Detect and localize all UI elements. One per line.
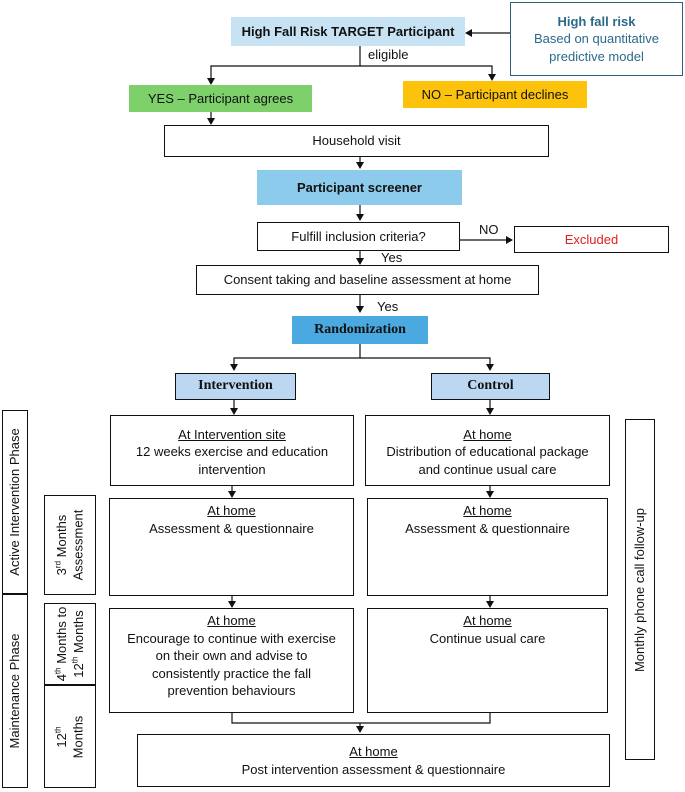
connector-randomization-split	[230, 344, 361, 371]
control-arm-label: Control	[467, 378, 514, 394]
eligible-label: eligible	[368, 47, 409, 62]
control-maintenance-body: Continue usual care	[429, 630, 546, 646]
maintenance-phase-label-box: Maintenance Phase	[2, 594, 28, 788]
monthly-phone-followup-box: Monthly phone call follow-up	[625, 419, 655, 760]
randomization-label: Randomization	[314, 321, 406, 337]
final-assessment-box: At home Post intervention assessment & q…	[137, 734, 610, 787]
risk-note-line2: predictive model	[549, 48, 644, 64]
inclusion-no-label: NO	[479, 222, 499, 237]
intervention-site-body: 12 weeks exercise and education interven…	[135, 444, 329, 477]
intervention-assessment-heading: At home	[207, 503, 256, 518]
yes-participant-agrees-box: YES – Participant agrees	[129, 85, 312, 112]
control-distribution-box: At home Distribution of educational pack…	[365, 415, 610, 486]
excluded-box: Excluded	[514, 226, 669, 253]
control-distribution-body: Distribution of educational package and …	[386, 444, 589, 477]
m4-to: Months to	[53, 606, 69, 668]
maintenance-phase-label: Maintenance Phase	[6, 633, 22, 749]
m3-suffix: rd	[53, 560, 63, 569]
final-months-label-box: 12th Months	[44, 685, 96, 788]
m12-suffix: th	[70, 656, 79, 664]
control-distribution-heading: At home	[463, 426, 512, 442]
control-assessment-heading: At home	[463, 503, 512, 518]
intervention-maintenance-body: Encourage to continue with exercise on t…	[127, 630, 336, 699]
no-participant-declines-label: NO – Participant declines	[421, 86, 569, 102]
maintenance-months-label: 4th Months to 12th Months	[53, 607, 86, 682]
m12-number: 12	[70, 663, 86, 678]
consent-baseline-box: Consent taking and baseline assessment a…	[196, 265, 539, 295]
m3-assessment: Assessment	[70, 509, 86, 581]
participant-screener-box: Participant screener	[257, 170, 462, 205]
participant-screener-label: Participant screener	[296, 179, 422, 195]
risk-note-line1: Based on quantitative	[533, 31, 660, 47]
control-maintenance-box: At home Continue usual care	[367, 608, 608, 713]
no-participant-declines-box: NO – Participant declines	[403, 81, 587, 108]
m3-months: Months	[53, 514, 69, 558]
inclusion-yes-label: Yes	[381, 250, 403, 265]
m4-number: 4	[53, 674, 69, 682]
connector-top-split-right	[360, 65, 496, 81]
connector-merge-left	[231, 713, 491, 724]
inclusion-criteria-box: Fulfill inclusion criteria?	[257, 222, 460, 251]
final-months-word: Months	[70, 715, 86, 758]
control-maintenance-heading: At home	[463, 613, 512, 628]
intervention-maintenance-box: At home Encourage to continue with exerc…	[109, 608, 354, 713]
connector-top-split	[207, 46, 361, 85]
high-fall-risk-participant-label: High Fall Risk TARGET Participant	[241, 23, 455, 39]
third-month-assessment-label: 3rd Months Assessment	[54, 510, 87, 581]
control-arm-box: Control	[431, 373, 550, 400]
excluded-label: Excluded	[564, 231, 619, 247]
intervention-assessment-body: Assessment & questionnaire	[149, 520, 314, 536]
intervention-site-box: At Intervention site 12 weeks exercise a…	[110, 415, 354, 486]
inclusion-criteria-label: Fulfill inclusion criteria?	[291, 228, 426, 244]
monthly-phone-followup-label: Monthly phone call follow-up	[631, 507, 647, 672]
consent-baseline-label: Consent taking and baseline assessment a…	[223, 272, 512, 288]
final-months-label: 12th Months	[54, 715, 87, 758]
consent-yes-label: Yes	[377, 299, 399, 314]
final-number: 12	[53, 732, 69, 748]
household-visit-box: Household visit	[164, 125, 549, 157]
household-visit-label: Household visit	[312, 133, 401, 149]
connector-randomization-split-right	[360, 357, 494, 371]
final-assessment-body: Post intervention assessment & questionn…	[241, 761, 506, 777]
intervention-arm-label: Intervention	[198, 378, 273, 394]
m3-number: 3	[53, 568, 69, 576]
third-month-assessment-label-box: 3rd Months Assessment	[44, 495, 96, 595]
control-assessment-body: Assessment & questionnaire	[405, 520, 570, 536]
active-phase-label: Active Intervention Phase	[6, 428, 22, 576]
control-assessment-box: At home Assessment & questionnaire	[367, 498, 608, 596]
m12-months: Months	[70, 610, 86, 657]
intervention-maintenance-heading: At home	[207, 613, 256, 628]
final-assessment-heading: At home	[349, 743, 398, 759]
risk-note-heading: High fall risk	[557, 13, 636, 29]
intervention-arm-box: Intervention	[175, 373, 296, 400]
active-phase-label-box: Active Intervention Phase	[2, 410, 28, 594]
intervention-assessment-box: At home Assessment & questionnaire	[109, 498, 354, 596]
randomization-box: Randomization	[292, 316, 428, 344]
high-fall-risk-note: High fall risk Based on quantitative pre…	[510, 2, 683, 76]
intervention-site-heading: At Intervention site	[178, 426, 286, 442]
final-suffix: th	[53, 725, 63, 733]
m4-suffix: th	[53, 667, 63, 675]
maintenance-months-label-box: 4th Months to 12th Months	[44, 603, 96, 685]
high-fall-risk-participant-box: High Fall Risk TARGET Participant	[231, 17, 465, 46]
yes-participant-agrees-label: YES – Participant agrees	[147, 90, 294, 106]
